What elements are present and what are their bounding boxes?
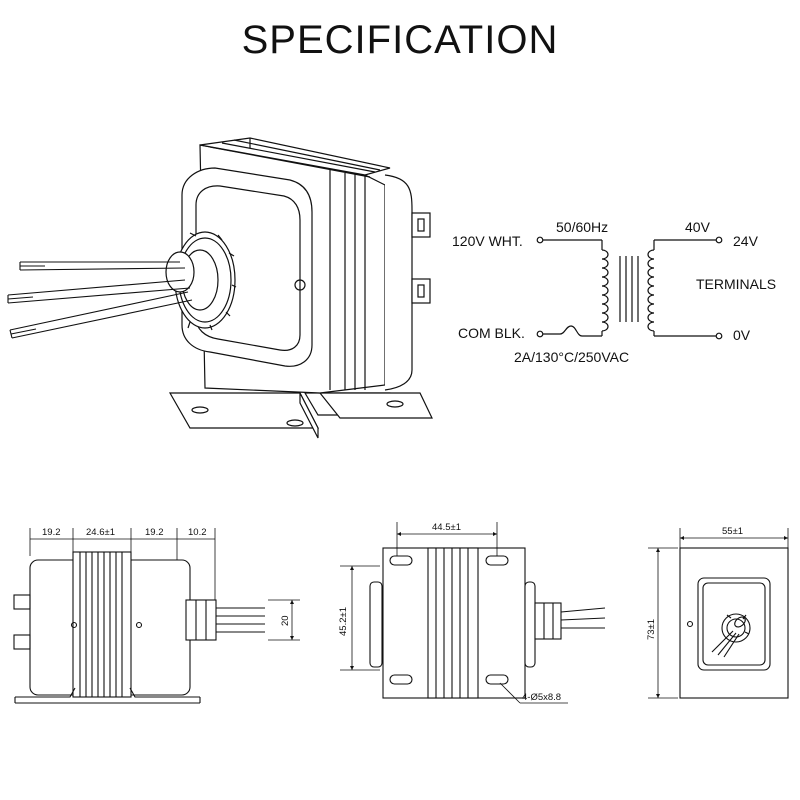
transformer-isometric-view bbox=[7, 137, 433, 439]
fuse-symbol bbox=[543, 325, 602, 337]
primary-winding bbox=[601, 249, 609, 332]
dim-side-height: 20 bbox=[280, 615, 291, 626]
dim-side-d: 10.2 bbox=[188, 527, 207, 538]
dim-end-height: 73±1 bbox=[646, 619, 657, 640]
terminal-24v bbox=[715, 236, 723, 244]
spade-terminals bbox=[411, 212, 431, 304]
label-40v: 40V bbox=[685, 219, 711, 235]
transformer-core bbox=[619, 256, 639, 322]
dim-side-c: 19.2 bbox=[145, 527, 164, 538]
cable-gland bbox=[165, 231, 237, 331]
dim-mounting-holes: 4-Ø5x8.8 bbox=[522, 692, 561, 703]
side-view-drawing: 19.2 24.6±1 19.2 10.2 20 bbox=[13, 527, 300, 704]
page-title: SPECIFICATION bbox=[241, 18, 559, 62]
dim-side-a: 19.2 bbox=[42, 527, 61, 538]
secondary-winding bbox=[647, 249, 655, 332]
terminal-com bbox=[536, 330, 544, 338]
front-view-drawing: 44.5±1 45.2±1 4-Ø5x8.8 bbox=[338, 522, 606, 704]
lead-wires bbox=[7, 261, 193, 339]
dim-side-b: 24.6±1 bbox=[86, 527, 115, 538]
label-24v: 24V bbox=[733, 233, 759, 249]
terminal-120v bbox=[536, 236, 544, 244]
dim-front-height: 45.2±1 bbox=[338, 607, 349, 636]
dim-end-width: 55±1 bbox=[722, 526, 743, 537]
label-0v: 0V bbox=[733, 327, 751, 343]
label-fuse-rating: 2A/130°C/250VAC bbox=[514, 349, 629, 365]
dim-front-width: 44.5±1 bbox=[432, 522, 461, 533]
label-com-blk: COM BLK. bbox=[458, 325, 525, 341]
label-120v-wht: 120V WHT. bbox=[452, 233, 523, 249]
end-view-drawing: 55±1 73±1 bbox=[646, 526, 789, 699]
label-terminals: TERMINALS bbox=[696, 276, 776, 292]
wiring-schematic: 120V WHT. COM BLK. 50/60Hz 2A/130°C/250V… bbox=[452, 219, 776, 365]
terminal-0v bbox=[715, 332, 723, 340]
label-frequency: 50/60Hz bbox=[556, 219, 608, 235]
